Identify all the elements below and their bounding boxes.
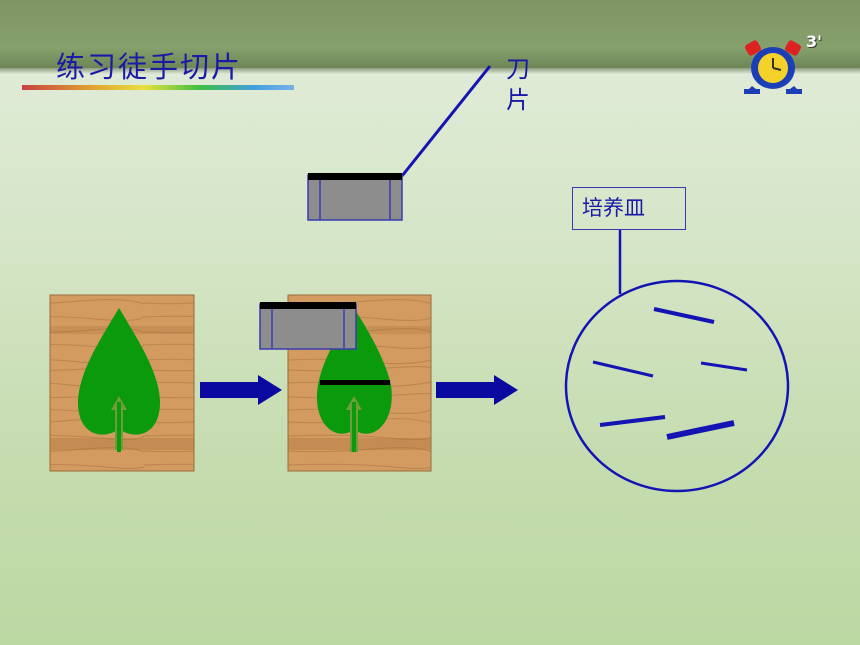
alarm-clock-icon bbox=[744, 40, 802, 94]
slice-4 bbox=[599, 415, 666, 427]
header-shadow bbox=[0, 68, 860, 74]
slice-3 bbox=[700, 361, 748, 372]
step2-cutting-panel bbox=[259, 294, 432, 472]
header-band bbox=[0, 0, 860, 68]
arrow-right-icon-2 bbox=[436, 375, 518, 405]
slice-2 bbox=[592, 360, 654, 378]
petri-dish bbox=[564, 279, 790, 493]
petri-dish-label: 培养皿 bbox=[572, 187, 686, 230]
arrow-right-icon bbox=[200, 375, 282, 405]
blade-label: 刀片 bbox=[506, 55, 530, 114]
step1-leaf-panel bbox=[49, 294, 195, 472]
slice-1 bbox=[653, 307, 715, 324]
leaf-shape bbox=[77, 308, 161, 435]
slice-5 bbox=[666, 420, 735, 440]
title-underline bbox=[22, 85, 294, 90]
timer-badge: 3' bbox=[806, 32, 823, 51]
blade-pointer-line bbox=[400, 65, 492, 177]
blade-illustration bbox=[307, 173, 403, 221]
slide-title: 练习徒手切片 bbox=[56, 50, 243, 84]
